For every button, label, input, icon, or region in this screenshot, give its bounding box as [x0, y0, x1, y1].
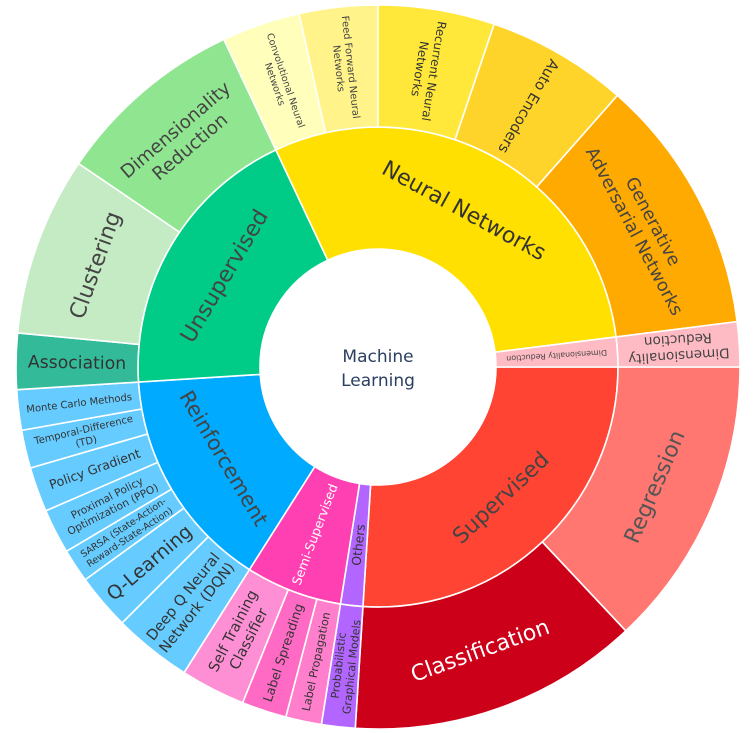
center-label: Machine Learning [341, 347, 415, 391]
sunburst-segments [15, 4, 741, 730]
segment-dimensionality-reduction-dimensionality-reduction[interactable] [615, 320, 741, 368]
center-label-line-2: Learning [341, 371, 415, 391]
center-label-line-1: Machine [342, 347, 413, 367]
